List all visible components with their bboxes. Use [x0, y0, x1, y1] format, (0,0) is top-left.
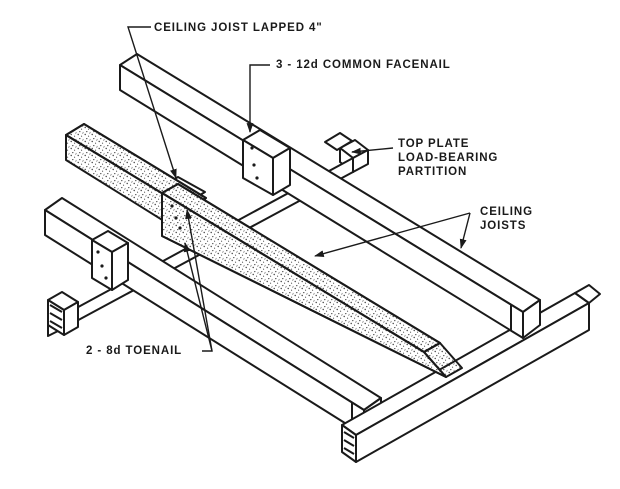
label-toenail: 2 - 8d TOENAIL: [86, 345, 183, 357]
leader-ceiling-joists-1: [314, 212, 471, 257]
plate-end-left: [47, 291, 79, 336]
label-ceiling-joists: CEILING JOISTS: [480, 206, 533, 232]
label-top-plate: TOP PLATE LOAD-BEARING PARTITION: [398, 138, 499, 178]
leader-lapped: [127, 26, 177, 179]
label-common-facenail: 3 - 12d COMMON FACENAIL: [276, 59, 451, 71]
leader-top-plate: [351, 147, 394, 155]
nail-holes: [96, 146, 259, 280]
facenail-block-back: [242, 129, 291, 196]
label-ceiling-joist-lapped: CEILING JOIST LAPPED 4": [154, 22, 323, 34]
stippled-joist: [65, 123, 463, 378]
back-ceiling-joist: [119, 53, 541, 339]
facenail-block-front: [91, 230, 129, 291]
leader-toenail-2: [183, 242, 213, 352]
plate-end-back: [324, 132, 353, 151]
leader-facenail: [246, 64, 270, 133]
leader-ceiling-joists-2: [459, 212, 471, 249]
